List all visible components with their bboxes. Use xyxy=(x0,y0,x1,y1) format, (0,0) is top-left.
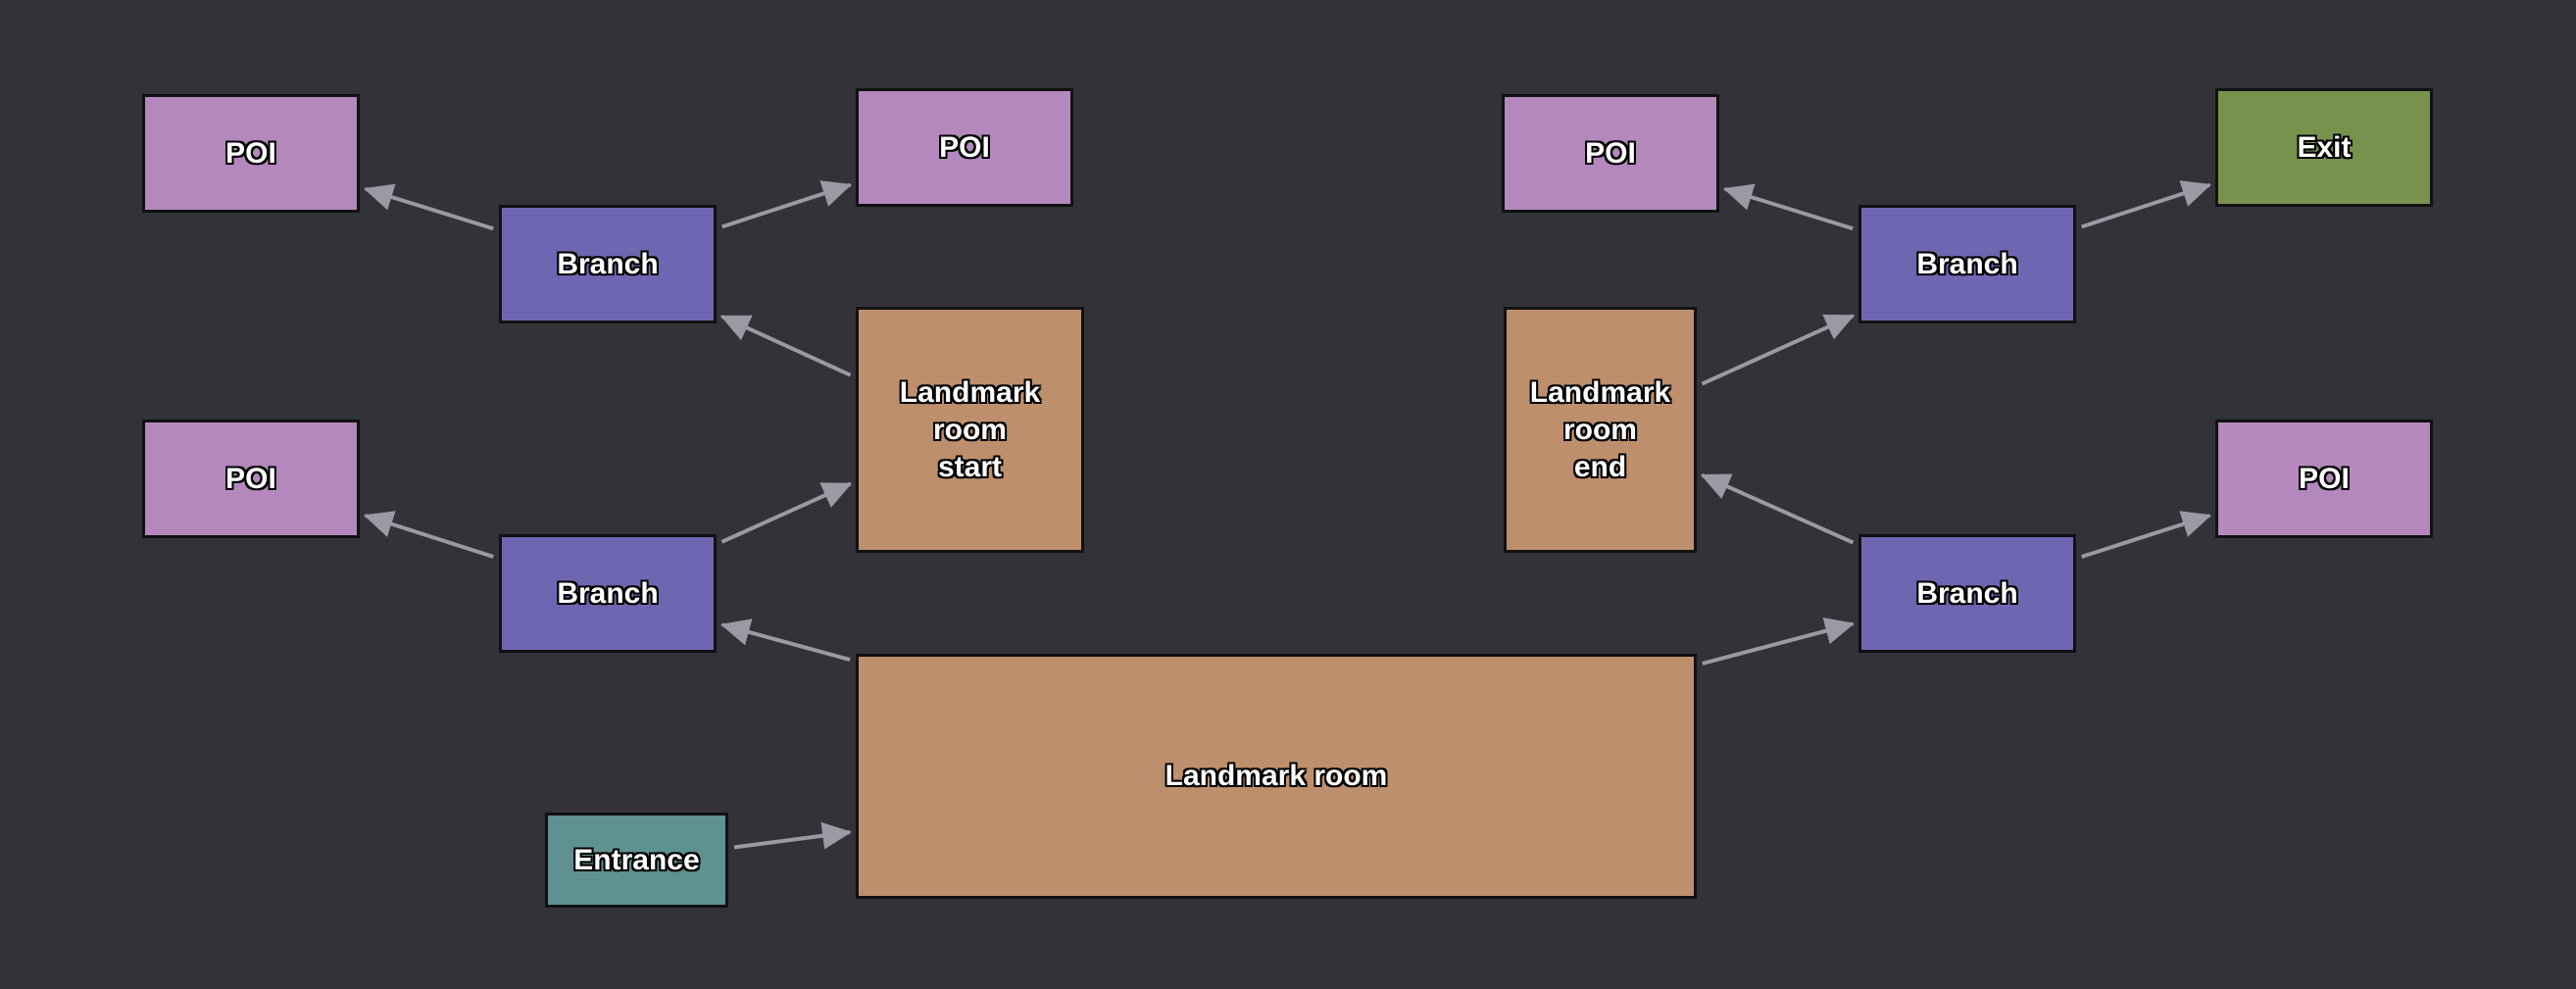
branch-node-upper-left[interactable]: Branch xyxy=(499,205,717,323)
edge-arrow-landmark_room-to-branch_4 xyxy=(1702,618,1856,666)
node-label: Branch xyxy=(557,247,659,280)
edge-arrow-branch_3-to-exit xyxy=(2081,180,2212,229)
landmark-room-end-node[interactable]: Landmark room end xyxy=(1504,307,1697,553)
node-label: Entrance xyxy=(573,843,700,876)
node-label: Landmark room end xyxy=(1529,375,1671,483)
poi-node-mid-right[interactable]: POI xyxy=(2215,420,2433,538)
edge-arrow-landmark_start-to-branch_1 xyxy=(719,314,852,377)
edge-arrow-landmark_room-to-branch_2 xyxy=(719,618,851,663)
branch-node-lower-left[interactable]: Branch xyxy=(499,534,717,653)
edge-arrow-branch_3-to-poi_top_right xyxy=(1722,183,1854,231)
edge-arrow-branch_4-to-landmark_end xyxy=(1700,473,1855,545)
node-label: Branch xyxy=(1916,576,2018,610)
node-label: POI xyxy=(225,136,276,170)
edge-arrow-landmark_end-to-branch_3 xyxy=(1701,314,1856,386)
branch-node-upper-right[interactable]: Branch xyxy=(1858,205,2076,323)
poi-node-mid-left[interactable]: POI xyxy=(142,420,360,538)
node-label: POI xyxy=(225,462,276,495)
poi-node-top-left[interactable]: POI xyxy=(142,94,360,213)
entrance-node[interactable]: Entrance xyxy=(545,813,728,908)
branch-node-lower-right[interactable]: Branch xyxy=(1858,534,2076,653)
edge-arrow-branch_4-to-poi_mid_right xyxy=(2081,511,2212,559)
node-label: POI xyxy=(939,130,990,164)
edge-arrow-branch_2-to-landmark_start xyxy=(720,481,853,544)
edge-arrow-branch_1-to-poi_top_middle xyxy=(721,180,853,229)
poi-node-top-right[interactable]: POI xyxy=(1502,94,1719,213)
landmark-room-node[interactable]: Landmark room xyxy=(856,654,1697,899)
edge-arrow-branch_2-to-poi_mid_left xyxy=(363,511,494,559)
exit-node[interactable]: Exit xyxy=(2215,88,2433,207)
landmark-room-start-node[interactable]: Landmark room start xyxy=(856,307,1084,553)
node-label: Branch xyxy=(1916,247,2018,280)
node-label: POI xyxy=(2299,462,2350,495)
node-label: Exit xyxy=(2297,130,2352,164)
node-label: Landmark room xyxy=(1164,760,1388,792)
edge-arrow-branch_1-to-poi_top_left xyxy=(363,183,494,231)
node-label: POI xyxy=(1585,136,1636,170)
poi-node-top-middle[interactable]: POI xyxy=(856,88,1073,207)
edge-arrow-entrance-to-landmark_room xyxy=(733,821,853,850)
node-label: Landmark room start xyxy=(899,375,1041,483)
node-label: Branch xyxy=(557,576,659,610)
